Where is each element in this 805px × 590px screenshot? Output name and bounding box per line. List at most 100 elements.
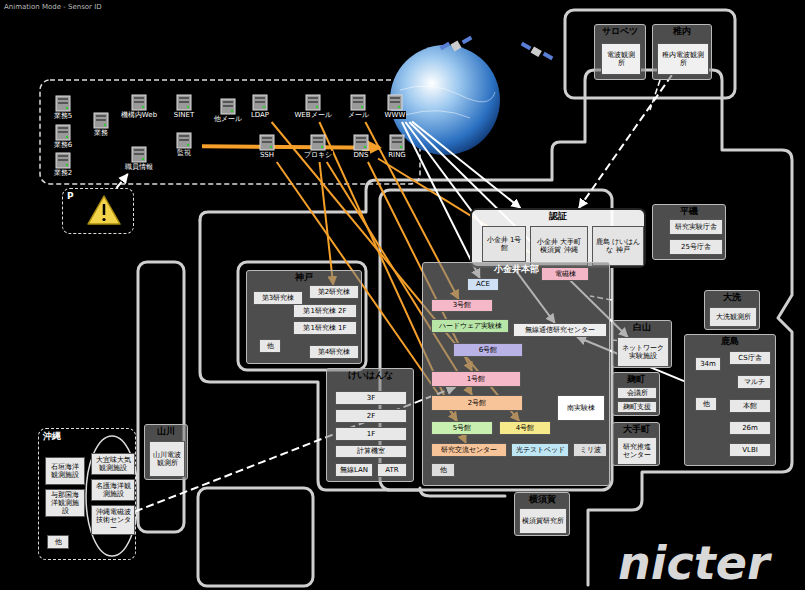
- building-box: 無線通信研究センター: [513, 323, 607, 337]
- node-label: 大洗: [705, 291, 759, 303]
- building-box: 2号館: [431, 395, 523, 411]
- server-node: LDAP: [242, 94, 278, 122]
- traffic-arrow: [116, 174, 127, 188]
- node-label: 神戸: [247, 271, 361, 283]
- building-box: 第3研究棟: [253, 291, 303, 305]
- node-label: 稚内: [653, 25, 711, 37]
- building-label: 第1研究棟 1F: [303, 324, 346, 332]
- building-box: 計算機室: [335, 445, 407, 458]
- building-label: 第4研究棟: [318, 348, 350, 356]
- building-box: 他: [431, 463, 455, 477]
- building-label: 6号館: [479, 346, 497, 354]
- server-node: 監視: [166, 132, 202, 160]
- building-label: 1F: [367, 430, 375, 438]
- building-box: 石垣海洋観測施設: [45, 457, 85, 485]
- server-icon: [259, 134, 275, 151]
- building-box: 1F: [335, 427, 407, 441]
- node-label: サロベツ: [595, 25, 645, 37]
- traffic-arrow: [402, 122, 480, 278]
- building-box: 他: [695, 397, 717, 411]
- server-icon: [55, 95, 71, 112]
- server-icon: [350, 94, 366, 111]
- building-label: ATR: [385, 466, 398, 474]
- mode-caption: Animation Mode - Sensor ID: [4, 3, 102, 11]
- building-label: 他: [267, 342, 274, 350]
- node-label: 業務: [93, 129, 109, 137]
- node-label: DNS: [352, 151, 369, 159]
- building-label: 麹町支援: [623, 403, 651, 411]
- building-box: 1号館: [431, 371, 521, 387]
- building-box: 麹町支援: [617, 401, 657, 413]
- building-box: 34m: [695, 357, 721, 371]
- building-label: ネットワーク実験施設: [620, 344, 666, 360]
- node-label: 鹿島: [685, 335, 775, 347]
- building-label: 小金井 大手町 横須賀 沖縄: [533, 238, 585, 254]
- building-label: 他: [55, 538, 62, 546]
- node-label: 沖縄: [39, 429, 135, 443]
- site-panel: 大洗大洗観測所: [704, 290, 760, 330]
- building-label: 本館: [743, 402, 757, 410]
- dashed-zone: P: [62, 188, 134, 234]
- auth-box: 認証小金井 1号館小金井 大手町 横須賀 沖縄鹿島 けいはんな 神戸: [470, 208, 646, 268]
- building-box: 第2研究棟: [309, 285, 359, 299]
- okinawa-oval: [86, 436, 138, 556]
- watermark: nicter: [618, 536, 770, 590]
- building-label: 電磁棟: [555, 270, 576, 278]
- building-box: VLBI: [729, 443, 771, 457]
- building-box: 南実験棟: [557, 395, 605, 421]
- building-label: 稚内電波観測所: [660, 51, 706, 67]
- building-label: 3号館: [453, 301, 471, 309]
- building-box: 本館: [729, 399, 771, 413]
- building-label: 34m: [700, 360, 716, 368]
- building-label: 名護海洋観測施設: [94, 482, 132, 498]
- node-label: LDAP: [250, 111, 270, 119]
- site-panel: サロベツ電波観測所: [594, 24, 646, 80]
- server-icon: [387, 94, 403, 111]
- server-node: RING: [380, 134, 414, 162]
- site-panel: 稚内稚内電波観測所: [652, 24, 712, 80]
- building-label: 無線通信研究センター: [525, 326, 595, 334]
- node-label: 監視: [176, 149, 192, 157]
- server-icon: [55, 152, 71, 169]
- node-label: 麹町: [613, 373, 659, 385]
- server-icon: [131, 94, 147, 111]
- node-label: 山川: [145, 425, 187, 437]
- server-icon: [220, 98, 236, 115]
- building-label: 山川電波観測所: [152, 451, 182, 467]
- building-label: 他: [703, 400, 710, 408]
- traffic-arrow: [579, 75, 672, 208]
- building-label: 研究推進センター: [620, 443, 654, 459]
- building-label: 与那国海洋観測施設: [48, 491, 82, 515]
- server-zone: [40, 80, 420, 184]
- server-icon: [310, 134, 326, 151]
- building-box: 研究推進センター: [617, 437, 657, 465]
- building-label: 大洗観測所: [716, 313, 751, 321]
- site-panel: 白山ネットワーク実験施設: [612, 320, 672, 368]
- server-node: 業務5: [48, 95, 78, 123]
- building-box: 研究実験庁舎: [669, 219, 723, 235]
- building-label: ACE: [476, 280, 490, 288]
- building-box: 第1研究棟 1F: [293, 321, 357, 335]
- building-label: ミリ波: [580, 446, 601, 454]
- node-label: 平磯: [653, 205, 725, 217]
- building-box: 無線LAN: [335, 463, 373, 477]
- building-box: 第4研究棟: [309, 345, 359, 359]
- building-label: 無線LAN: [340, 466, 368, 474]
- node-label: 横須賀: [515, 493, 569, 505]
- server-node: SINET: [166, 94, 202, 122]
- building-box: 研究交流センター: [431, 443, 507, 457]
- building-label: VLBI: [742, 446, 758, 454]
- node-label: 業務2: [53, 169, 73, 177]
- server-icon: [55, 124, 71, 141]
- building-label: 電波観測所: [604, 51, 638, 67]
- server-icon: [176, 94, 192, 111]
- building-label: 5号館: [453, 424, 471, 432]
- node-label: P: [63, 189, 133, 203]
- building-label: マルチ: [744, 378, 765, 386]
- building-box: 名護海洋観測施設: [91, 479, 135, 501]
- building-box: ACE: [467, 278, 499, 291]
- building-label: 他: [440, 466, 447, 474]
- attack-arrow: [320, 162, 334, 285]
